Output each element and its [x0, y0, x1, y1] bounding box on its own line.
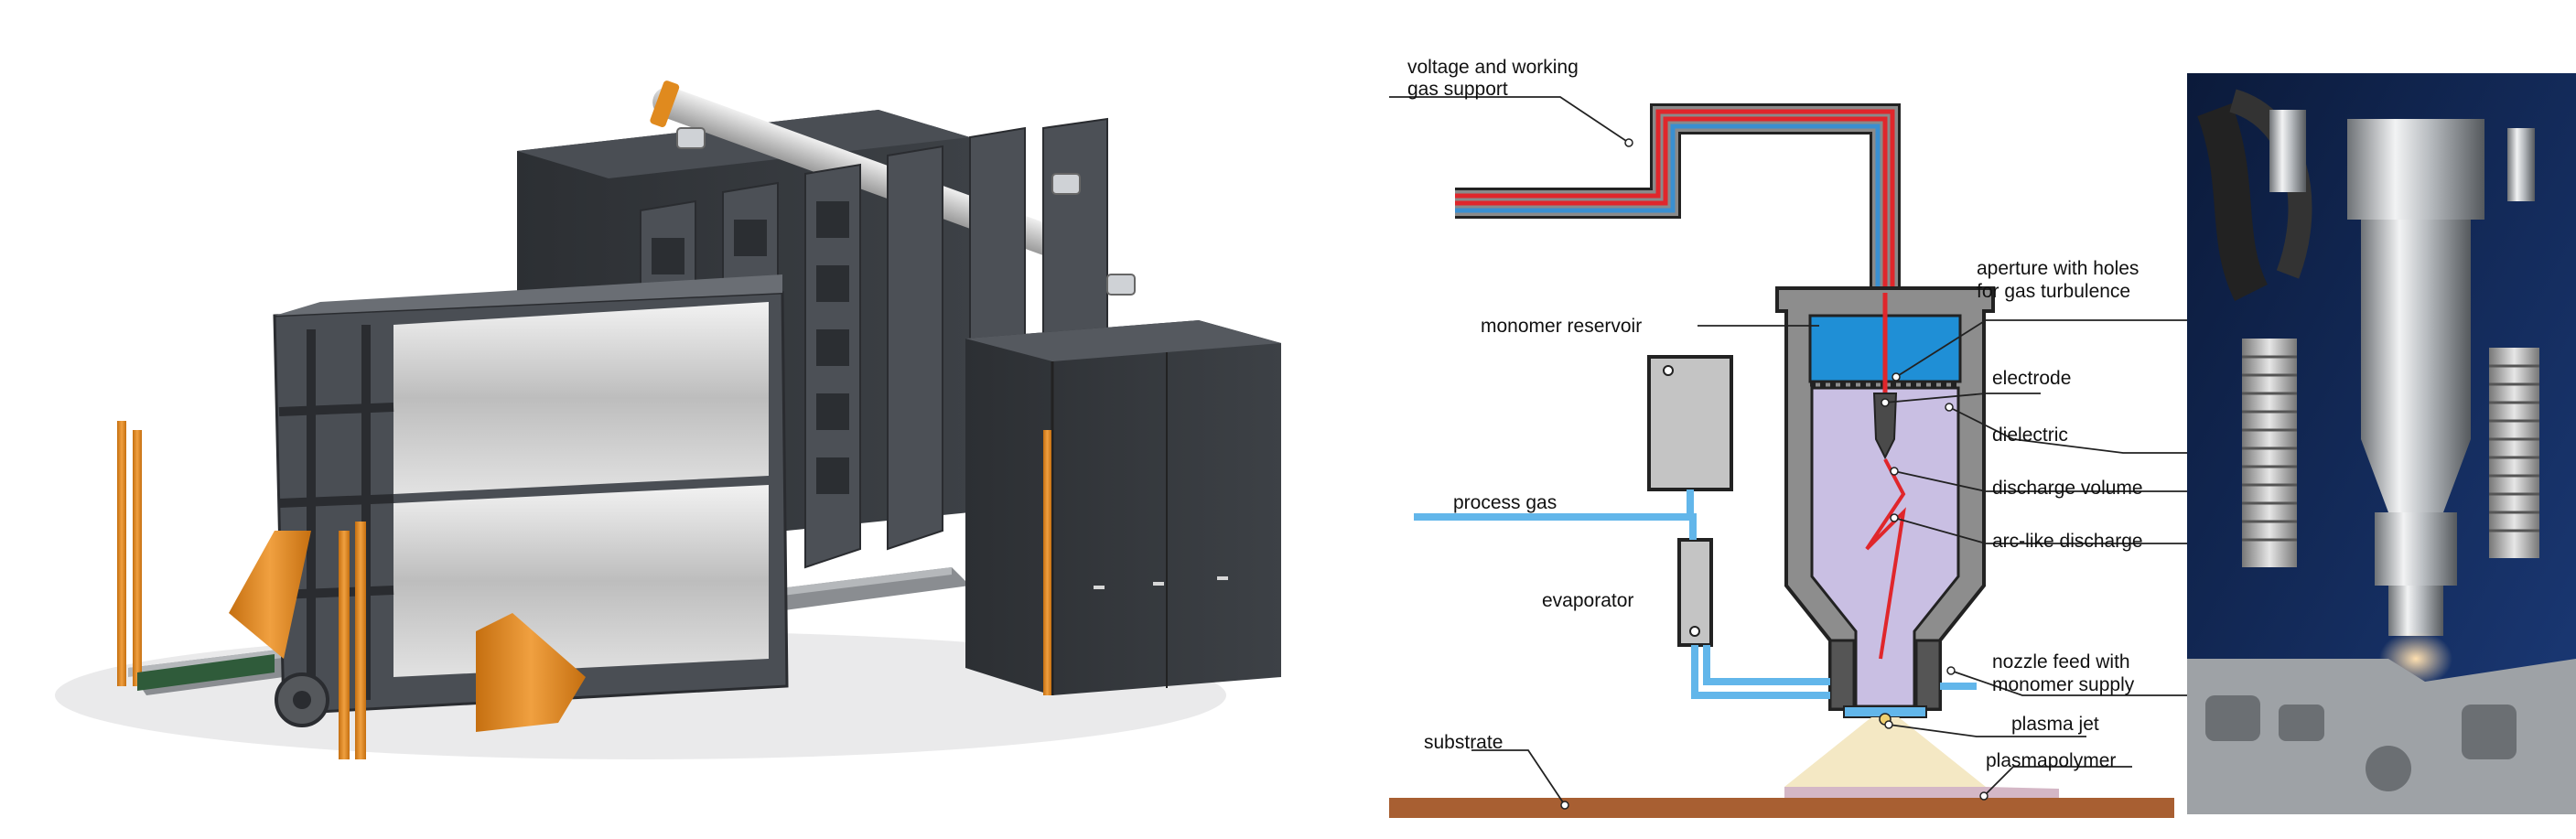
- label-process-gas: process gas: [1453, 492, 1557, 513]
- label-substrate: substrate: [1424, 732, 1503, 753]
- label-evaporator: evaporator: [1542, 590, 1633, 611]
- supply-line: [1455, 103, 1901, 293]
- monomer-reservoir-box: [1647, 355, 1733, 491]
- label-aperture-2: for gas turbulence: [1977, 281, 2130, 302]
- plasma-jet-plume: [1784, 717, 1986, 787]
- label-plasmapolymer: plasmapolymer: [1986, 750, 2116, 771]
- label-discharge-volume: discharge volume: [1992, 478, 2143, 499]
- label-voltage-1: voltage and working: [1407, 57, 1579, 78]
- label-aperture-1: aperture with holes: [1977, 258, 2139, 279]
- label-dielectric: dielectric: [1992, 425, 2068, 446]
- machine-render-illustration: [55, 81, 1281, 759]
- schematic-drawing: voltage and working gas support aperture…: [1389, 57, 2187, 818]
- label-plasma-jet: plasma jet: [2011, 714, 2099, 735]
- plasmapolymer-layer: [1784, 787, 2059, 798]
- plasma-nozzle-photo: [2187, 73, 2576, 814]
- nozzle-photo-panel: [2187, 0, 2576, 839]
- nozzle-body: [1775, 286, 1995, 718]
- substrate-bar: [1389, 798, 2174, 818]
- label-electrode: electrode: [1992, 368, 2071, 389]
- label-voltage-2: gas support: [1407, 79, 1508, 100]
- plasma-jet-schematic: voltage and working gas support aperture…: [1354, 0, 2187, 839]
- label-nozzle-2: monomer supply: [1992, 674, 2135, 695]
- leader-lines: [1389, 96, 2187, 806]
- label-arc-like-discharge: arc-like discharge: [1992, 531, 2143, 552]
- machine-render-panel: [55, 81, 1281, 759]
- label-monomer-reservoir: monomer reservoir: [1481, 316, 1642, 337]
- process-gas-line: [1414, 489, 1977, 699]
- label-nozzle-1: nozzle feed with: [1992, 651, 2130, 672]
